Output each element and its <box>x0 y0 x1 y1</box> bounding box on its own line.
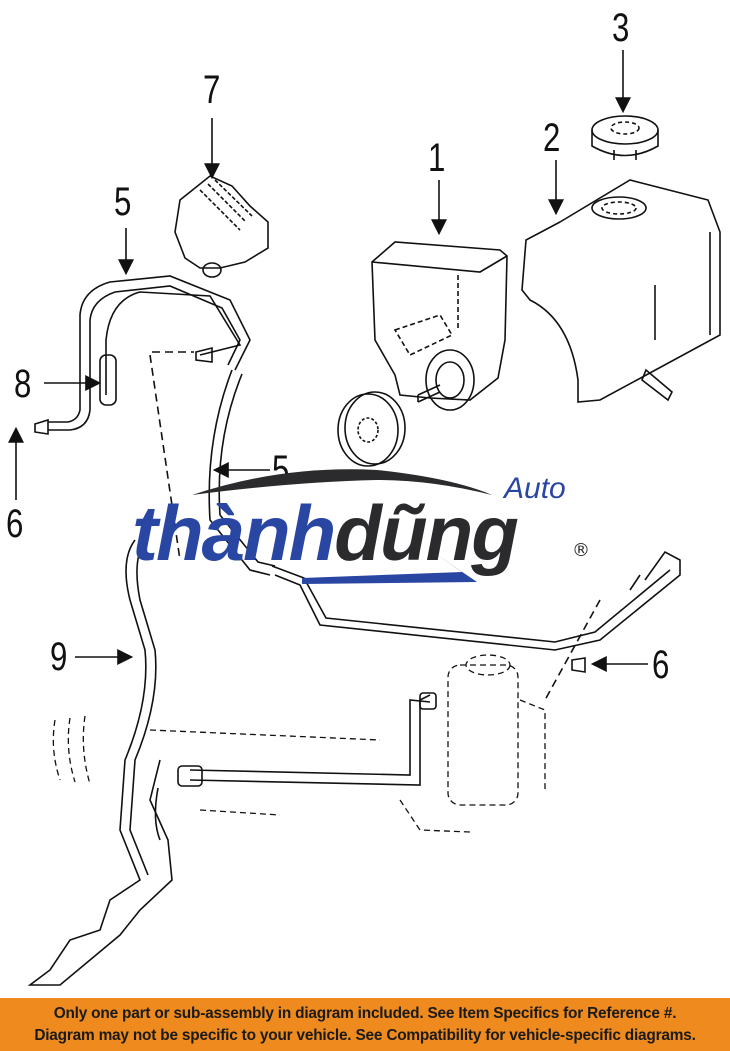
callout-2: 2 <box>543 116 561 160</box>
registered-mark: ® <box>572 540 590 561</box>
upper-hose-drawing <box>34 275 276 576</box>
callout-9: 9 <box>50 635 68 679</box>
callout-5a: 5 <box>114 180 132 224</box>
disclaimer-line-2: Diagram may not be specific to your vehi… <box>34 1026 696 1044</box>
disclaimer-banner: Only one part or sub-assembly in diagram… <box>0 998 730 1051</box>
parts-diagram <box>8 50 721 986</box>
return-hose-drawing <box>27 539 437 986</box>
logo-auto: Auto <box>504 472 566 505</box>
disclaimer-line-1: Only one part or sub-assembly in diagram… <box>53 1004 677 1022</box>
pulley-drawing <box>337 391 406 467</box>
callout-7: 7 <box>203 68 221 112</box>
callout-3: 3 <box>612 6 630 50</box>
callout-8: 8 <box>14 362 32 406</box>
callout-1: 1 <box>428 136 446 180</box>
callout-6b: 6 <box>652 643 670 687</box>
pressure-line-drawing <box>271 550 681 651</box>
logo-swoosh-icon <box>192 469 492 584</box>
watermark-logo: thànhdũng Auto ® <box>132 469 602 590</box>
logo-brand-part2: dũng <box>334 489 519 577</box>
logo-brand-part1: thành <box>132 489 336 577</box>
pump-drawing <box>371 241 508 411</box>
bracket-drawing <box>174 175 269 278</box>
reservoir-drawing <box>521 179 721 403</box>
callout-6a: 6 <box>6 502 24 546</box>
logo-wordmark: thànhdũng <box>132 494 519 572</box>
steering-gear-drawing <box>52 654 546 833</box>
reservoir-cap-drawing <box>591 115 659 160</box>
